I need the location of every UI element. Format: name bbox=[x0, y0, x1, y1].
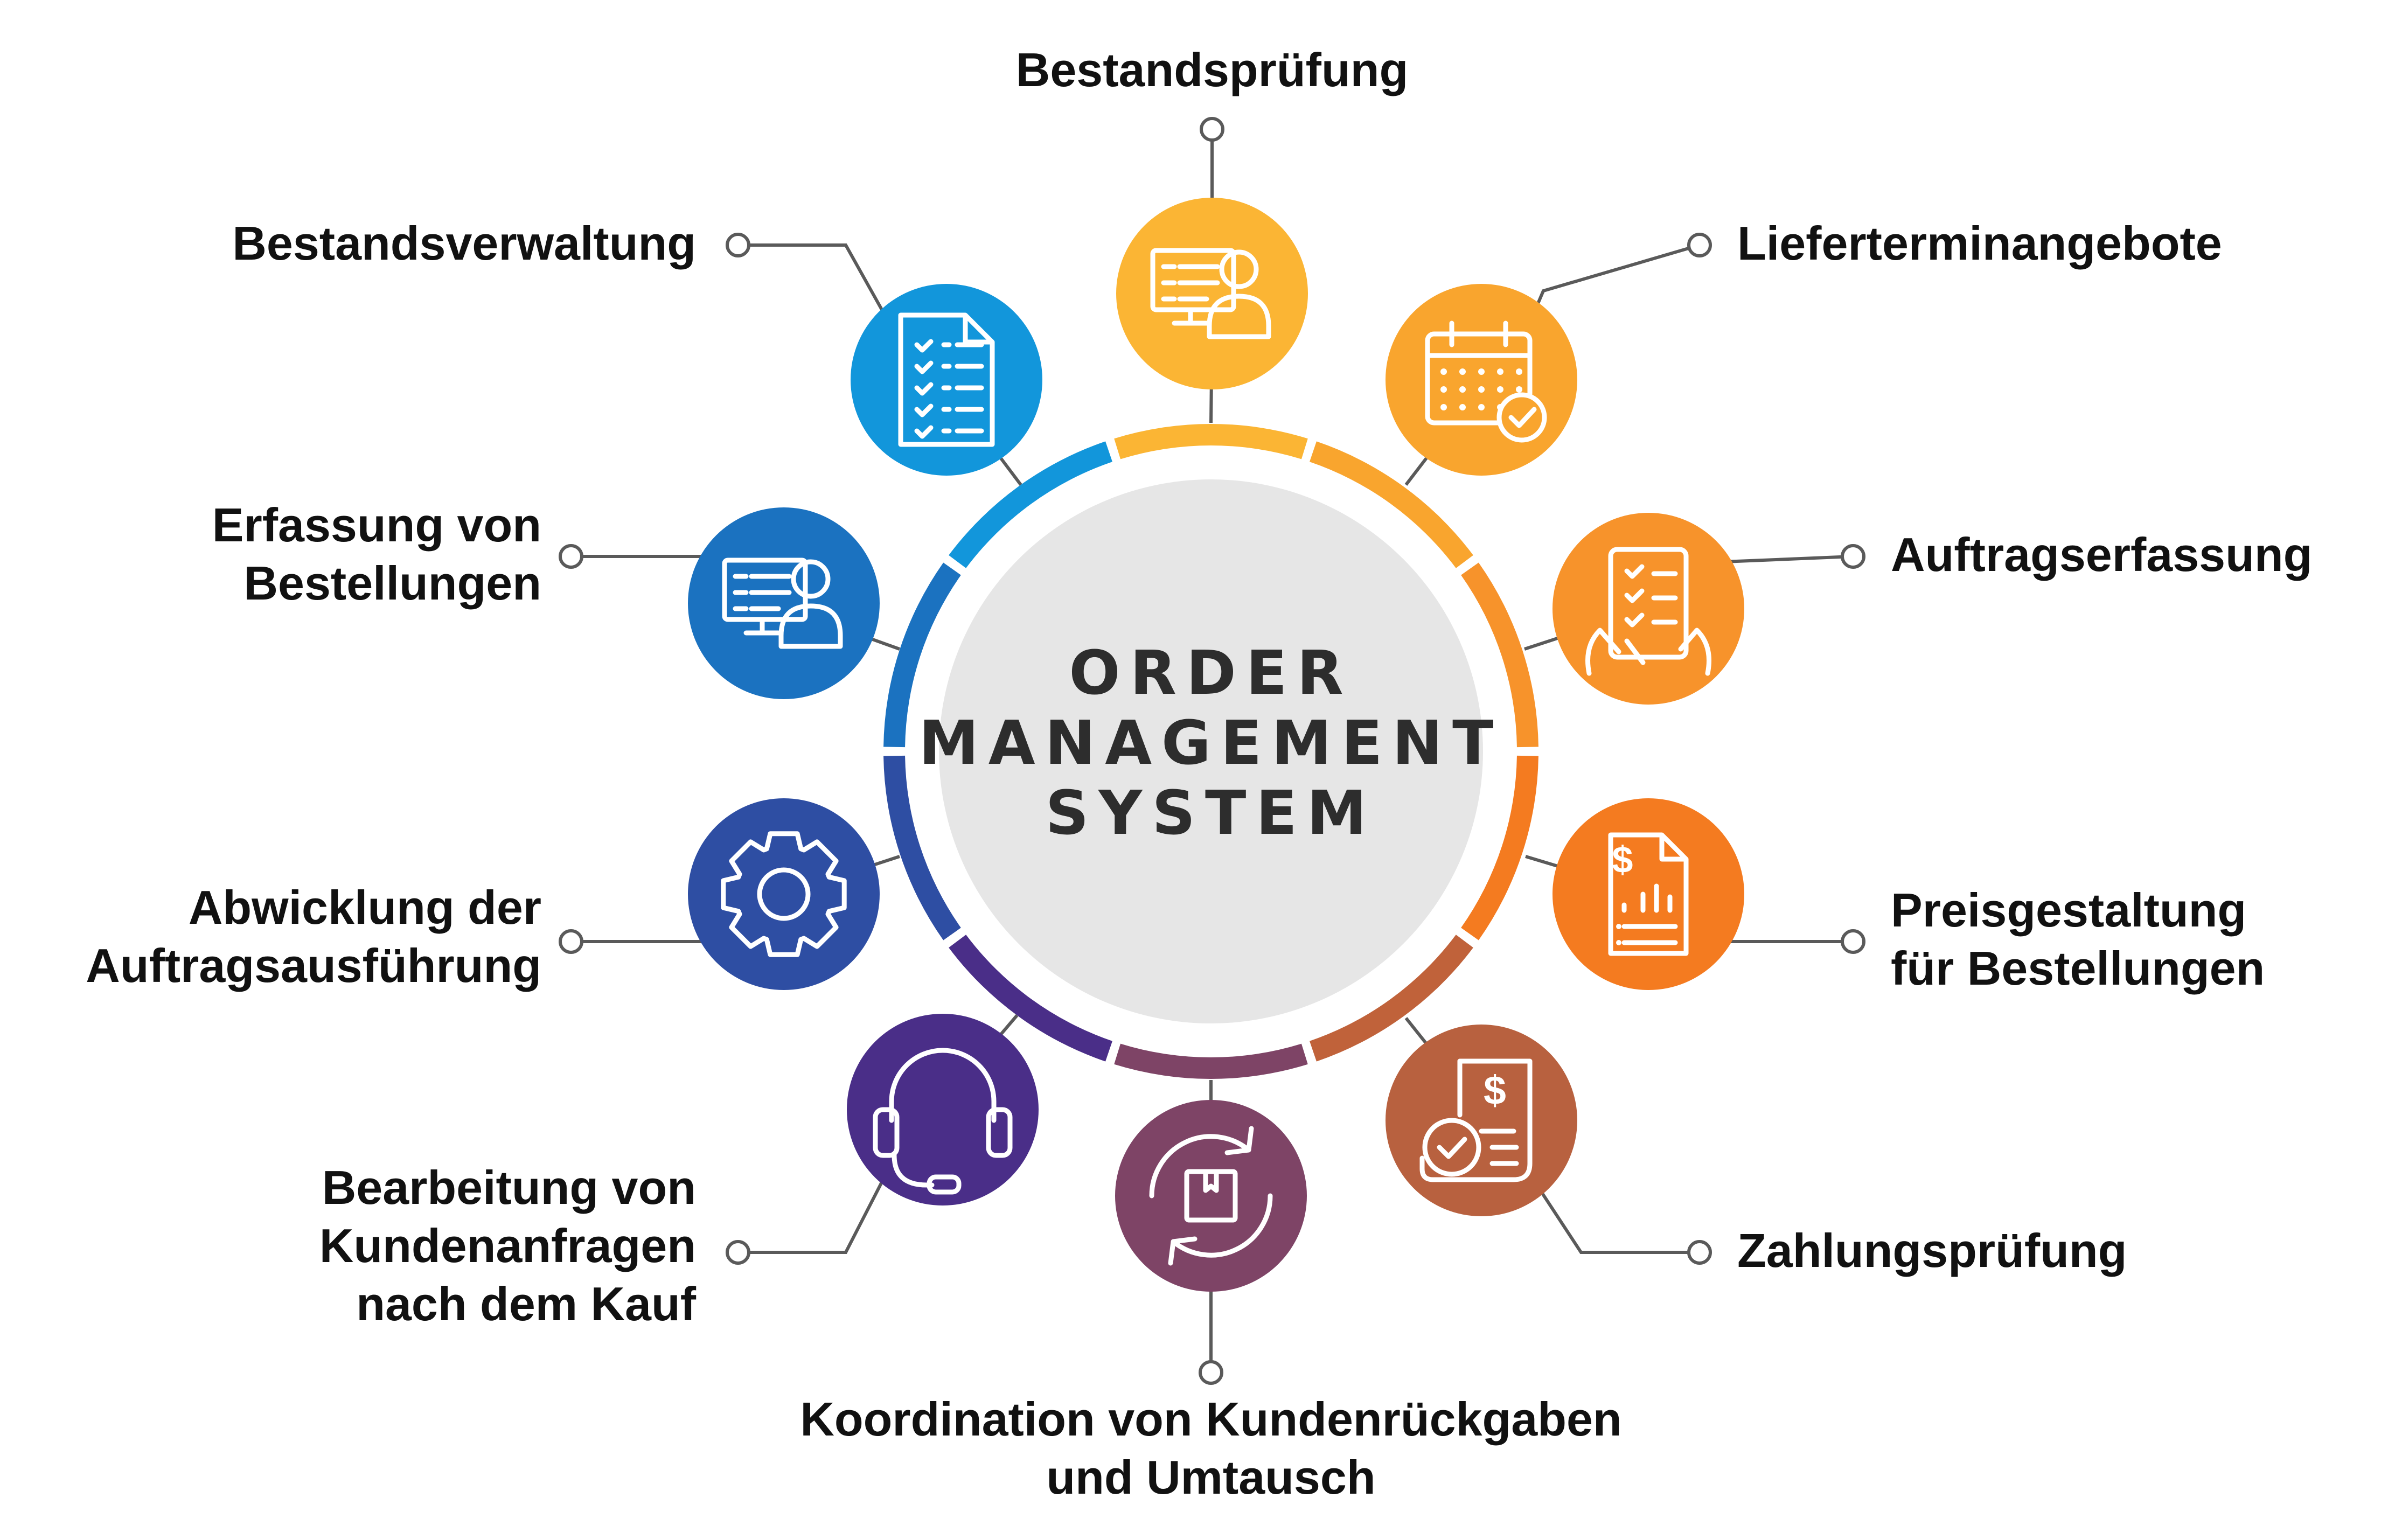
ring-segment bbox=[1310, 935, 1473, 1062]
gear-icon bbox=[721, 831, 847, 957]
hub-title-line-3: SYSTEM bbox=[1046, 778, 1377, 848]
return-exchange-icon bbox=[1149, 1126, 1273, 1266]
ring-segment bbox=[949, 935, 1112, 1062]
ring-segment bbox=[1114, 1043, 1308, 1079]
price-document-chart-icon: $ bbox=[1608, 832, 1689, 956]
node-circle bbox=[688, 507, 880, 699]
ring-segment bbox=[1310, 441, 1473, 568]
node-label-line: nach dem Kauf bbox=[356, 1277, 696, 1330]
connector-line bbox=[738, 1152, 899, 1254]
calendar-check-icon bbox=[1425, 320, 1547, 443]
node-lieferterminangebote: Lieferterminangebote bbox=[1386, 217, 2222, 486]
node-circle bbox=[688, 798, 880, 990]
connector-line bbox=[1523, 1165, 1700, 1254]
node-label-line: Bearbeitung von bbox=[322, 1161, 696, 1214]
node-zahlungspruefung: $ Zahlungsprüfung bbox=[1386, 1017, 2127, 1277]
node-circle bbox=[1116, 198, 1308, 389]
order-entry-desk-icon bbox=[722, 558, 843, 649]
node-label-line: Auftragserfassung bbox=[1891, 528, 2312, 581]
connector-endpoint-dot bbox=[726, 233, 750, 257]
hub-title-line-2: MANAGEMENT bbox=[918, 708, 1503, 778]
ring-segment bbox=[1461, 562, 1538, 748]
node-circle bbox=[1386, 284, 1577, 476]
hub-title-line-1: ORDER bbox=[1069, 638, 1353, 708]
node-circle bbox=[1115, 1100, 1307, 1292]
node-auftragserfassung: Auftragserfassung bbox=[1524, 513, 2312, 705]
node-label-line: Lieferterminangebote bbox=[1737, 217, 2222, 270]
ring-segment bbox=[883, 755, 961, 940]
connector-endpoint-dot bbox=[559, 544, 583, 569]
checklist-document-icon bbox=[898, 312, 995, 447]
node-circle bbox=[1552, 798, 1744, 990]
node-circle bbox=[1386, 1025, 1577, 1216]
connector-endpoint-dot bbox=[1687, 1240, 1712, 1265]
connector-endpoint-dot bbox=[1199, 1360, 1223, 1385]
node-label-line: und Umtausch bbox=[1046, 1451, 1375, 1504]
hub-ring bbox=[883, 423, 1538, 1079]
node-label-line: Abwicklung der bbox=[189, 881, 541, 934]
ring-segment bbox=[949, 441, 1112, 568]
connector-endpoint-dot bbox=[559, 929, 583, 954]
node-circle bbox=[1552, 513, 1744, 705]
node-label-line: Kundenanfragen bbox=[319, 1219, 696, 1272]
node-label-line: Auftragsausführung bbox=[86, 939, 541, 992]
node-label-line: Bestandsprüfung bbox=[1016, 43, 1408, 96]
hub-center-circle bbox=[939, 479, 1483, 1023]
feature-nodes: BestandsprüfungLieferterminangeboteAuftr… bbox=[86, 43, 2312, 1504]
node-label-line: Zahlungsprüfung bbox=[1737, 1224, 2127, 1277]
headset-icon bbox=[873, 1048, 1013, 1195]
svg-text:$: $ bbox=[1484, 1068, 1506, 1113]
node-label-line: Bestandsverwaltung bbox=[232, 217, 696, 270]
node-circle bbox=[851, 284, 1042, 476]
svg-text:$: $ bbox=[1612, 839, 1633, 881]
customer-service-desk-icon bbox=[1150, 248, 1271, 339]
ring-segment bbox=[883, 562, 961, 748]
tablet-checklist-icon bbox=[1585, 547, 1711, 676]
ring-segment bbox=[1461, 755, 1538, 940]
payment-check-icon: $ bbox=[1419, 1058, 1533, 1182]
node-bestandsverwaltung: Bestandsverwaltung bbox=[232, 217, 1042, 486]
connector-endpoint-dot bbox=[1841, 544, 1865, 569]
node-label-line: Erfassung von bbox=[212, 498, 541, 552]
node-label-line: für Bestellungen bbox=[1891, 942, 2265, 995]
node-label-line: Bestellungen bbox=[243, 556, 541, 610]
connector-endpoint-dot bbox=[1687, 233, 1712, 257]
node-label-line: Koordination von Kundenrückgaben bbox=[800, 1392, 1621, 1446]
node-bestandspruefung: Bestandsprüfung bbox=[1016, 43, 1408, 423]
connector-line bbox=[738, 243, 899, 338]
connector-endpoint-dot bbox=[726, 1240, 750, 1265]
ring-segment bbox=[1114, 423, 1308, 459]
connector-endpoint-dot bbox=[1200, 117, 1224, 142]
node-label-line: Preisgestaltung bbox=[1891, 883, 2246, 937]
connector-endpoint-dot bbox=[1841, 929, 1865, 954]
